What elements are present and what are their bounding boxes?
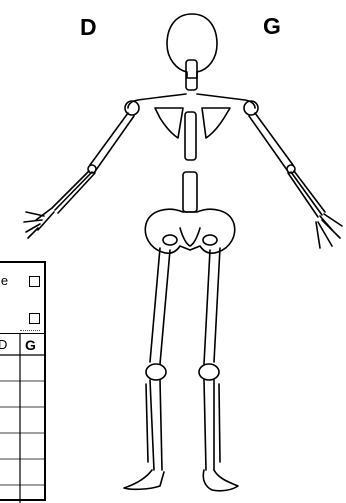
left-femur (204, 248, 220, 364)
left-obturator (203, 235, 217, 245)
checklist-panel: le ) D G (0, 261, 46, 501)
left-knee (199, 364, 219, 380)
row2-text: ) (0, 309, 1, 323)
sacrum (180, 228, 200, 246)
left-humerus (249, 113, 293, 170)
checkbox-2[interactable] (29, 313, 40, 324)
lumbar-spine (183, 172, 197, 212)
right-forearm (52, 171, 95, 213)
row1-text: le (0, 274, 8, 287)
left-scapula (202, 108, 230, 138)
right-fibula (146, 384, 148, 462)
left-fibula (219, 384, 220, 462)
right-knee (146, 364, 166, 380)
skull (167, 14, 217, 78)
side-table (0, 333, 46, 503)
right-tibia (150, 380, 162, 470)
left-clavicle (197, 94, 255, 108)
right-scapula (155, 108, 183, 138)
table-header-g: G (25, 338, 36, 352)
checkbox-1[interactable] (29, 276, 40, 287)
left-hand (316, 214, 342, 248)
table-header-d: D (0, 338, 7, 351)
right-obturator (163, 235, 177, 245)
right-humerus (90, 113, 134, 170)
left-forearm (288, 171, 325, 217)
right-femur (150, 248, 170, 364)
right-clavicle (128, 94, 186, 108)
right-hand (24, 208, 54, 238)
thoracic-spine (185, 112, 196, 160)
left-tibia (204, 380, 214, 470)
left-foot (203, 470, 238, 491)
right-foot (124, 470, 164, 489)
